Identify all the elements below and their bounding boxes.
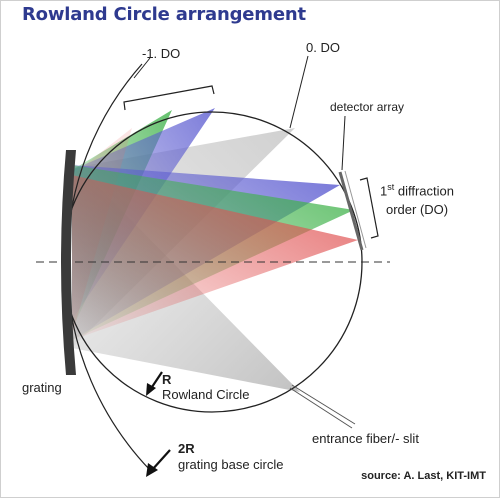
label-2r-symbol: 2R <box>178 441 195 456</box>
label-r-symbol: R <box>162 372 172 387</box>
first-order-superscript: st <box>387 182 395 192</box>
label-grating: grating <box>22 380 62 395</box>
entrance-fiber-2 <box>291 384 356 425</box>
first-order-bracket <box>359 177 379 239</box>
grating <box>61 150 76 375</box>
source-credit: source: A. Last, KIT-IMT <box>361 470 486 482</box>
red-order-beam <box>72 175 358 340</box>
leader-detector <box>341 115 346 171</box>
r-arrowhead <box>146 383 156 396</box>
two-r-arrowhead <box>146 463 158 477</box>
label-rowland-circle: Rowland Circle <box>162 387 250 402</box>
label-minus1-order: -1. DO <box>142 46 181 61</box>
diagram-title: Rowland Circle arrangement <box>22 4 306 25</box>
label-zero-order: 0. DO <box>306 40 340 55</box>
minus1-order-bracket <box>123 85 215 111</box>
label-detector-array: detector array <box>330 100 405 114</box>
two-r-arrow <box>151 449 171 471</box>
label-first-order-line2: order (DO) <box>386 202 449 217</box>
detector-array-edge <box>344 170 367 249</box>
label-entrance-fiber: entrance fiber/- slit <box>312 431 419 446</box>
label-first-order: 1st diffraction <box>380 182 454 198</box>
detector-array <box>338 171 364 251</box>
first-order-text: diffraction <box>394 183 454 199</box>
label-grating-base-circle: grating base circle <box>178 457 284 472</box>
leader-zero-order <box>289 55 309 129</box>
entrance-fiber <box>289 387 353 429</box>
leader-minus1 <box>133 57 151 79</box>
first-order-number: 1 <box>380 183 388 199</box>
